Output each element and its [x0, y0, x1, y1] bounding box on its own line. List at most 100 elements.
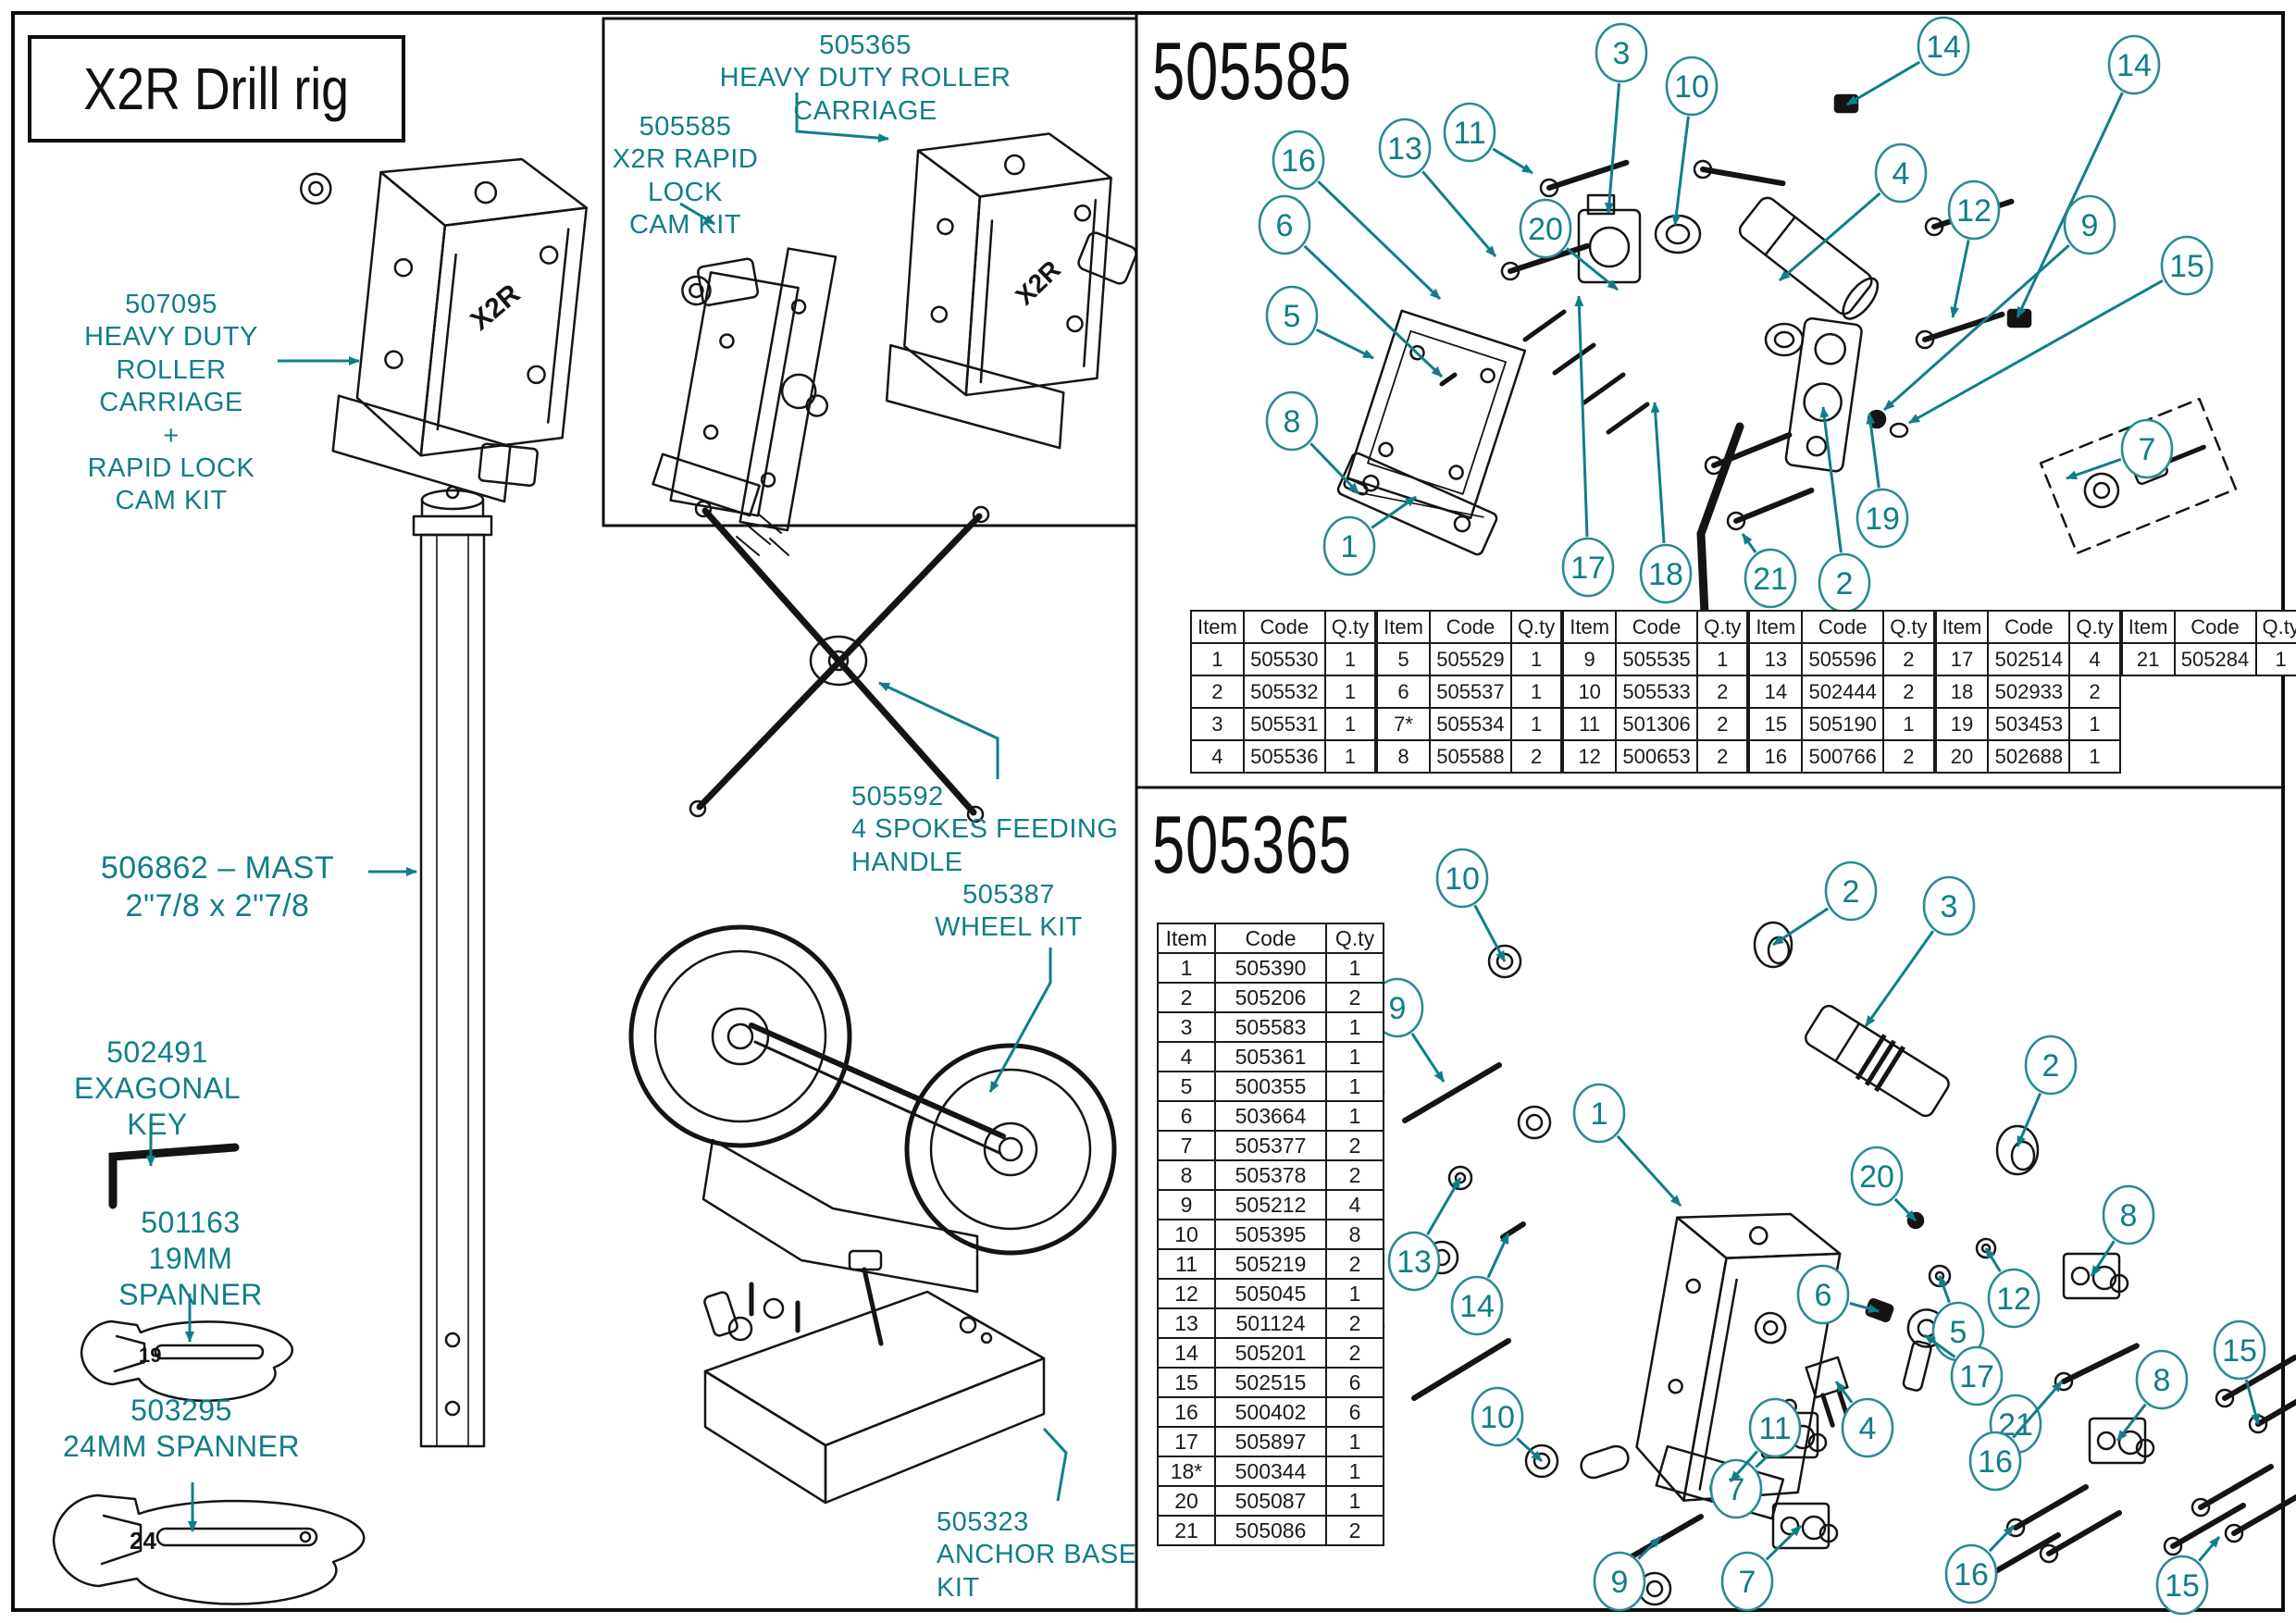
callout-balloon	[1987, 1268, 2041, 1329]
callout-balloon	[1850, 1146, 1904, 1207]
col-header: Code	[1615, 610, 1699, 644]
table-cell: 2	[1325, 1307, 1384, 1339]
inset-carriage-sketch: X2R	[885, 132, 1137, 450]
callout-leader	[1671, 116, 1690, 226]
part-name: 19MM SPANNER	[118, 1242, 263, 1312]
table-cell: 505531	[1242, 707, 1326, 741]
callout-balloon	[1378, 118, 1432, 179]
table-cell: 502933	[1987, 675, 2071, 709]
callout-balloon	[1387, 1231, 1441, 1292]
table-cell: 505086	[1214, 1515, 1327, 1546]
table-cell: 505532	[1242, 675, 1326, 709]
callout-balloon	[1824, 861, 1878, 922]
table-cell: 2	[1325, 1159, 1384, 1191]
part-code: 501163	[141, 1206, 241, 1239]
table-cell: 1	[2068, 707, 2121, 741]
callout-number: 9	[2081, 208, 2099, 243]
callout-number: 7	[2139, 432, 2156, 467]
table-cell: 8	[1325, 1219, 1384, 1250]
callout-number: 2	[2042, 1048, 2060, 1084]
table-cell: 9	[1157, 1189, 1216, 1220]
table-cell: 1	[1323, 675, 1377, 709]
callout-leader	[1772, 907, 1830, 947]
table-cell: 505530	[1242, 642, 1326, 676]
callout-number: 14	[2116, 48, 2152, 83]
part-name: HEAVY DUTY ROLLER	[84, 322, 258, 385]
table-cell: 502514	[1987, 642, 2071, 676]
callout-number: 13	[1387, 131, 1422, 167]
table-cell: 19	[1934, 707, 1990, 741]
table-cell: 505045	[1214, 1278, 1327, 1309]
table-cell: 3	[1190, 707, 1245, 741]
table-cell: 3	[1157, 1011, 1216, 1043]
callout-leader	[1309, 442, 1360, 495]
spanner-19-size: 19	[139, 1344, 161, 1367]
col-header: Item	[1562, 610, 1618, 644]
callout-number: 5	[1950, 1315, 1967, 1350]
callout-balloon	[2063, 194, 2116, 255]
table-cell: 2	[1325, 1337, 1384, 1369]
callout-number: 10	[1480, 1400, 1515, 1435]
callout-leader	[1849, 1302, 1880, 1313]
table-cell: 1	[1323, 739, 1377, 774]
callout-number: 16	[1281, 143, 1316, 179]
table-cell: 2	[1696, 739, 1749, 774]
table-cell: 1	[1325, 1278, 1384, 1309]
callout-leader	[1317, 180, 1442, 301]
feeding-handle-sketch	[689, 500, 990, 824]
callout-balloon	[1561, 537, 1615, 598]
callout-balloon	[2120, 418, 2174, 479]
table-cell: 1	[1325, 1485, 1384, 1517]
table-cell: 6	[1376, 675, 1431, 709]
callout-leader	[2116, 1403, 2147, 1442]
table-cell: 1	[1509, 675, 1563, 709]
table-cell: 5	[1157, 1071, 1216, 1102]
table-cell: 1	[1325, 952, 1384, 984]
callout-number: 17	[1570, 551, 1606, 586]
label-hex-key: 502491 EXAGONAL KEY	[42, 1035, 273, 1143]
part-size: 2"7/8 x 2"7/8	[125, 888, 310, 924]
callout-number: 16	[1978, 1444, 2013, 1480]
callout-balloon	[2160, 235, 2214, 296]
callout-leader	[2244, 1379, 2261, 1425]
callout-balloon	[1841, 1397, 1894, 1458]
col-header: Item	[1376, 610, 1431, 644]
callout-number: 12	[1996, 1282, 2031, 1317]
callout-number: 3	[1613, 36, 1631, 71]
table-cell: 1	[2254, 642, 2296, 676]
label-inset-cam-kit: 505585 X2R RAPID LOCK CAM KIT	[600, 111, 771, 242]
table-cell: 8	[1157, 1159, 1216, 1191]
callout-balloon	[1855, 488, 1909, 549]
label-anchor-base: 505323 ANCHOR BASE KIT	[937, 1506, 1177, 1604]
callout-leader	[1616, 1134, 1682, 1208]
callout-number: 5	[1284, 299, 1301, 334]
table-cell: 505361	[1214, 1041, 1327, 1072]
spanner-24-sketch: 24	[52, 1493, 366, 1605]
table-cell: 4	[1190, 739, 1245, 774]
table-cell: 505190	[1801, 707, 1885, 741]
callout-leader	[1315, 328, 1374, 360]
callout-leader	[1426, 1177, 1462, 1235]
table-cell: 2	[1882, 675, 1935, 709]
table-cell: 2	[1190, 675, 1245, 709]
table-cell: 505535	[1615, 642, 1699, 676]
table-cell: 1	[1325, 1011, 1384, 1043]
callout-balloon	[1519, 198, 1572, 259]
table-cell: 18*	[1157, 1456, 1216, 1487]
table-cell: 10	[1157, 1219, 1216, 1250]
callout-number: 4	[1859, 1411, 1877, 1446]
callout-balloon	[2155, 1555, 2209, 1616]
